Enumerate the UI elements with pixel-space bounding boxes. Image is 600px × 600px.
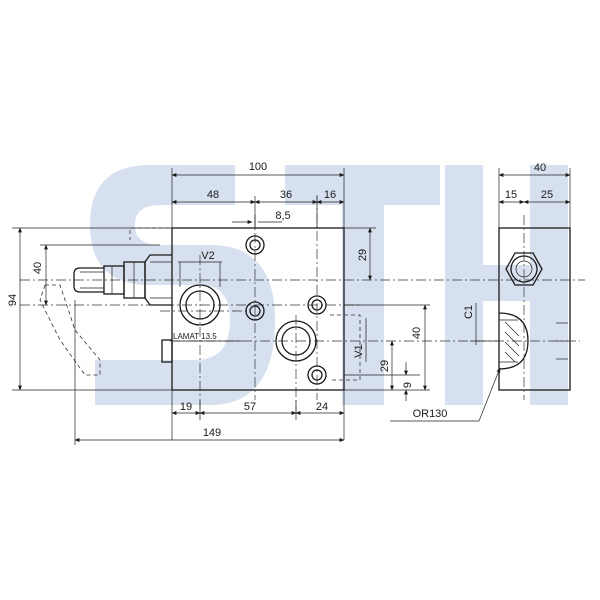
bolt-hole-top <box>245 235 265 255</box>
dim-94: 94 <box>7 294 19 306</box>
port-v2 <box>179 284 221 326</box>
dim-8-5: 8,5 <box>275 210 290 222</box>
dim-width-100: 100 <box>249 161 267 173</box>
dim-24: 24 <box>316 401 328 413</box>
watermark-logo <box>90 165 568 405</box>
label-v2: V2 <box>201 250 214 262</box>
dim-36: 36 <box>280 189 292 201</box>
dim-40-left: 40 <box>32 262 44 274</box>
dim-16: 16 <box>324 189 336 201</box>
label-or130: OR130 <box>413 408 448 420</box>
front-view: 100 48 36 16 8,5 V2 LAMAT 13.5 19 57 24 <box>7 161 585 445</box>
label-lamat: LAMAT 13.5 <box>173 332 217 341</box>
side-body <box>498 227 571 391</box>
dim-29-bottom: 29 <box>379 360 391 372</box>
dim-57: 57 <box>244 401 256 413</box>
bolt-hole-right-top <box>307 295 327 315</box>
hex-nut <box>505 252 543 286</box>
label-v1: V1 <box>353 344 365 357</box>
dim-19: 19 <box>180 401 192 413</box>
dim-side-40: 40 <box>534 162 546 174</box>
valve-body <box>171 227 345 391</box>
cartridge-adjuster <box>73 254 172 306</box>
bolt-hole-mid <box>245 301 265 321</box>
dim-9: 9 <box>402 382 414 388</box>
dim-side-15: 15 <box>505 189 517 201</box>
label-c1: C1 <box>463 305 475 319</box>
dim-48: 48 <box>207 189 219 201</box>
port-v1 <box>275 320 317 362</box>
dim-side-25: 25 <box>541 189 553 201</box>
dim-149: 149 <box>203 427 221 439</box>
side-view: C1 40 15 25 OR130 <box>390 162 571 422</box>
dim-29-top: 29 <box>357 249 369 261</box>
bolt-hole-right-bottom <box>307 365 327 385</box>
dim-40-right: 40 <box>411 327 423 339</box>
